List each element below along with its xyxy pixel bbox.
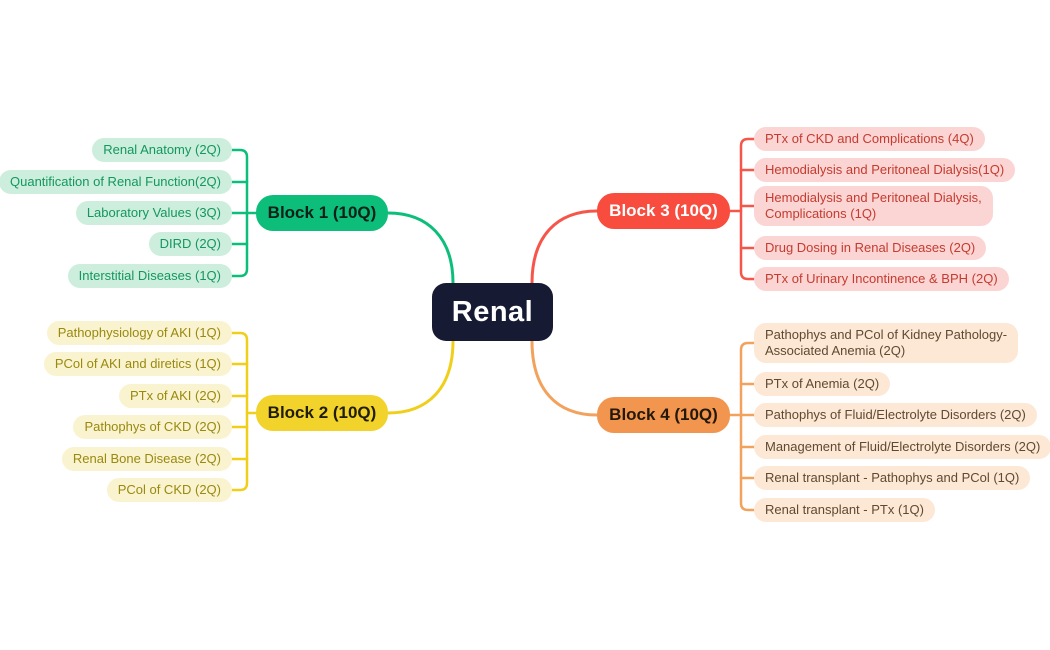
leaf-node[interactable]: Laboratory Values (3Q) — [75, 201, 232, 225]
leaf-node[interactable]: DIRD (2Q) — [148, 232, 232, 256]
leaf-node[interactable]: Renal transplant - PTx (1Q) — [754, 498, 935, 522]
branch-2-curve — [386, 339, 455, 415]
leaf-node[interactable]: Pathophys of CKD (2Q) — [73, 415, 232, 439]
leaf-node[interactable]: Pathophysiology of AKI (1Q) — [46, 321, 232, 345]
branch-1-curve — [386, 211, 455, 285]
branch-node-block-1[interactable]: Block 1 (10Q) — [256, 195, 388, 231]
leaf-node[interactable]: Interstitial Diseases (1Q) — [67, 264, 232, 288]
branch-4-curve — [530, 339, 599, 417]
leaf-node[interactable]: Pathophys of Fluid/Electrolyte Disorders… — [754, 403, 1037, 427]
branch-3-curve — [530, 209, 599, 285]
center-node-renal[interactable]: Renal — [432, 283, 553, 341]
leaf-node[interactable]: Drug Dosing in Renal Diseases (2Q) — [754, 236, 987, 260]
leaf-node[interactable]: Hemodialysis and Peritoneal Dialysis, Co… — [754, 186, 993, 226]
branch-2-connectors — [230, 331, 455, 492]
branch-node-block-2[interactable]: Block 2 (10Q) — [256, 395, 388, 431]
leaf-node[interactable]: Pathophys and PCol of Kidney Pathology- … — [754, 323, 1019, 363]
branch-2-trunk — [230, 331, 249, 492]
leaf-node[interactable]: Renal Anatomy (2Q) — [92, 138, 232, 162]
leaf-node[interactable]: Hemodialysis and Peritoneal Dialysis(1Q) — [754, 158, 1016, 182]
leaf-node[interactable]: PTx of AKI (2Q) — [118, 384, 232, 408]
leaf-node[interactable]: Renal Bone Disease (2Q) — [61, 447, 232, 471]
branch-4-connectors — [530, 339, 756, 512]
leaf-node[interactable]: Quantification of Renal Function(2Q) — [0, 170, 232, 194]
branch-4-trunk — [739, 341, 756, 512]
branch-node-block-3[interactable]: Block 3 (10Q) — [597, 193, 730, 229]
leaf-node[interactable]: PCol of CKD (2Q) — [106, 478, 232, 502]
leaf-node[interactable]: Renal transplant - Pathophys and PCol (1… — [754, 466, 1031, 490]
leaf-node[interactable]: PCol of AKI and diretics (1Q) — [43, 352, 232, 376]
branch-1-connectors — [230, 148, 455, 285]
branch-node-block-4[interactable]: Block 4 (10Q) — [597, 397, 730, 433]
branch-3-trunk — [739, 137, 756, 281]
leaf-node[interactable]: PTx of Urinary Incontinence & BPH (2Q) — [754, 267, 1009, 291]
leaf-node[interactable]: PTx of CKD and Complications (4Q) — [754, 127, 985, 151]
leaf-node[interactable]: Management of Fluid/Electrolyte Disorder… — [754, 435, 1050, 459]
leaf-node[interactable]: PTx of Anemia (2Q) — [754, 372, 891, 396]
branch-3-connectors — [530, 137, 756, 285]
